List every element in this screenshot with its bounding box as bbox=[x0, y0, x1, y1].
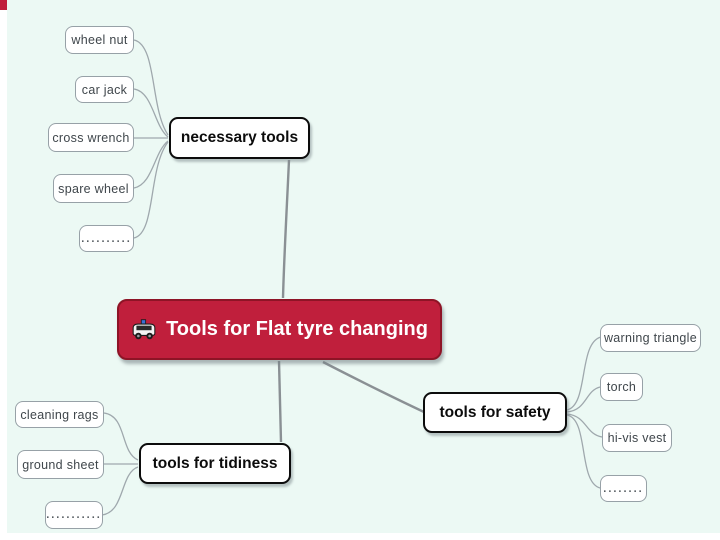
child-label: car jack bbox=[81, 82, 128, 97]
branch-label: tools for safety bbox=[439, 403, 551, 421]
child-label: .......... bbox=[81, 232, 132, 245]
branch-node-tools-for-safety[interactable]: tools for safety bbox=[423, 392, 567, 433]
child-label: cleaning rags bbox=[20, 407, 99, 422]
corner-accent bbox=[0, 0, 7, 10]
child-node-cleaning-rags[interactable]: cleaning rags bbox=[15, 401, 104, 428]
branch-label: necessary tools bbox=[180, 129, 299, 146]
child-label: hi-vis vest bbox=[607, 431, 667, 445]
root-node[interactable]: Tools for Flat tyre changing bbox=[117, 299, 442, 360]
branch-node-necessary-tools[interactable]: necessary tools bbox=[169, 117, 310, 159]
child-label: torch bbox=[606, 380, 637, 394]
child-label: ........... bbox=[46, 509, 102, 521]
child-label: wheel nut bbox=[71, 33, 128, 47]
child-label: warning triangle bbox=[603, 331, 698, 345]
child-label: ........ bbox=[603, 482, 644, 495]
child-node-necessary-placeholder[interactable]: .......... bbox=[79, 225, 134, 252]
branch-node-tools-for-tidiness[interactable]: tools for tidiness bbox=[139, 443, 291, 484]
child-node-wheel-nut[interactable]: wheel nut bbox=[65, 26, 134, 54]
child-label: spare wheel bbox=[58, 181, 129, 196]
child-node-hi-vis-vest[interactable]: hi-vis vest bbox=[602, 424, 672, 452]
child-node-ground-sheet[interactable]: ground sheet bbox=[17, 450, 104, 479]
branch-label: tools for tidiness bbox=[152, 454, 278, 472]
car-icon bbox=[131, 318, 157, 341]
child-node-torch[interactable]: torch bbox=[600, 373, 643, 401]
child-node-tidiness-placeholder[interactable]: ........... bbox=[45, 501, 103, 529]
child-node-cross-wrench[interactable]: cross wrench bbox=[48, 123, 134, 152]
child-node-warning-triangle[interactable]: warning triangle bbox=[600, 324, 701, 352]
child-label: cross wrench bbox=[52, 130, 130, 145]
child-label: ground sheet bbox=[22, 457, 99, 472]
child-node-safety-placeholder[interactable]: ........ bbox=[600, 475, 647, 502]
root-label: Tools for Flat tyre changing bbox=[166, 318, 428, 340]
child-node-car-jack[interactable]: car jack bbox=[75, 76, 134, 103]
child-node-spare-wheel[interactable]: spare wheel bbox=[53, 174, 134, 203]
